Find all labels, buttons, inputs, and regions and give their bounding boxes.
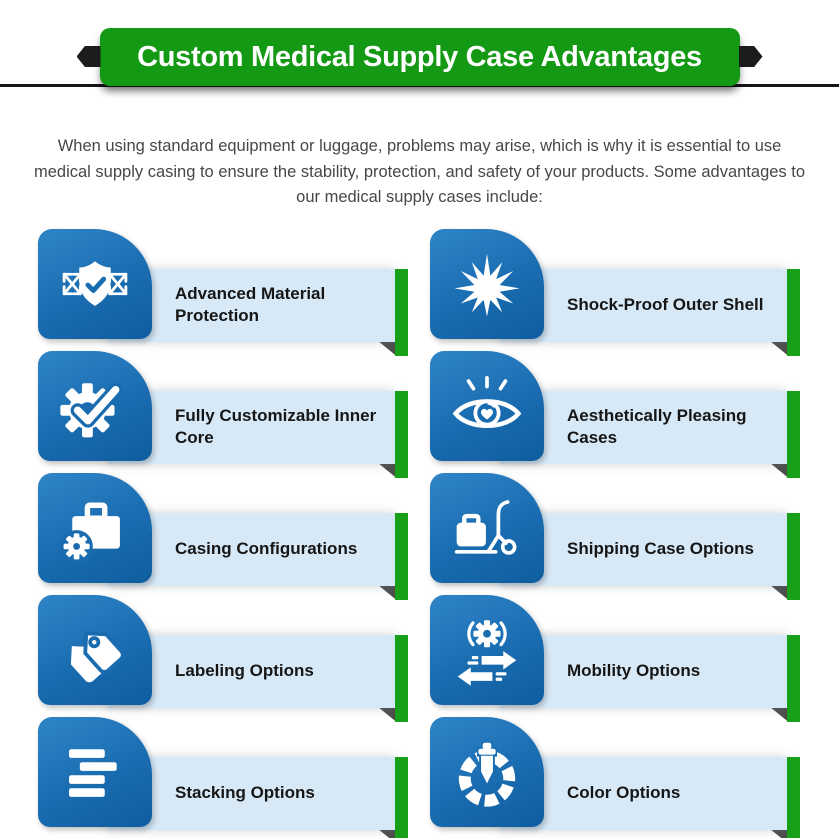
- advantage-item: Advanced Material Protection: [38, 228, 408, 356]
- accent-bar: [395, 512, 408, 600]
- advantage-item: Shock-Proof Outer Shell: [430, 228, 800, 356]
- header: Custom Medical Supply Case Advantages: [0, 28, 839, 120]
- label-bar: Color Options: [500, 756, 787, 830]
- icon-tile: [38, 716, 152, 827]
- gear-check-icon: [60, 382, 123, 438]
- advantage-item: Stacking Options: [38, 716, 408, 838]
- accent-bar: [787, 634, 800, 722]
- advantage-item: Fully Customizable Inner Core: [38, 350, 408, 478]
- color-wheel-dropper-icon: [458, 741, 516, 807]
- icon-tile: [430, 350, 544, 461]
- accent-bar: [395, 390, 408, 478]
- advantage-item: Aesthetically Pleasing Cases: [430, 350, 800, 478]
- label-bar: Shipping Case Options: [500, 512, 787, 586]
- icon-tile: [38, 350, 152, 461]
- accent-bar: [787, 756, 800, 838]
- luggage-cart-icon: [454, 499, 517, 555]
- title-banner: Custom Medical Supply Case Advantages: [76, 28, 763, 86]
- advantage-item: Labeling Options: [38, 594, 408, 722]
- shield-arrows-icon: [62, 260, 128, 306]
- advantage-label: Fully Customizable Inner Core: [175, 406, 377, 448]
- icon-tile: [430, 594, 544, 705]
- fold-corner: [379, 829, 395, 838]
- advantage-item: Mobility Options: [430, 594, 800, 722]
- advantage-label: Advanced Material Protection: [175, 284, 326, 326]
- accent-bar: [787, 512, 800, 600]
- label-bar: Mobility Options: [500, 634, 787, 708]
- advantage-item: Casing Configurations: [38, 472, 408, 600]
- advantage-label: Mobility Options: [567, 661, 701, 681]
- icon-tile: [38, 472, 152, 583]
- advantage-label: Shock-Proof Outer Shell: [567, 295, 764, 315]
- icon-tile: [430, 472, 544, 583]
- briefcase-gear-icon: [60, 502, 120, 563]
- impact-burst-icon: [454, 253, 520, 317]
- accent-bar: [395, 756, 408, 838]
- advantage-item: Shipping Case Options: [430, 472, 800, 600]
- accent-bar: [395, 268, 408, 356]
- advantage-label: Color Options: [567, 783, 681, 803]
- label-bar: Fully Customizable Inner Core: [108, 390, 395, 464]
- left-connector-icon: [76, 46, 101, 67]
- icon-tile: [38, 594, 152, 705]
- intro-text: When using standard equipment or luggage…: [33, 137, 806, 207]
- right-connector-icon: [738, 46, 763, 67]
- fold-corner: [771, 829, 787, 838]
- advantage-label: Aesthetically Pleasing Cases: [567, 406, 747, 448]
- label-bar: Casing Configurations: [108, 512, 395, 586]
- stacked-bars-icon: [69, 748, 117, 797]
- page-title: Custom Medical Supply Case Advantages: [137, 41, 702, 73]
- label-bar: Stacking Options: [108, 756, 395, 830]
- gear-transfer-arrows-icon: [457, 619, 517, 686]
- icon-tile: [38, 228, 152, 339]
- advantage-label: Casing Configurations: [175, 539, 358, 559]
- advantage-label: Stacking Options: [175, 783, 315, 803]
- icon-tile: [430, 716, 544, 827]
- advantage-item: Color Options: [430, 716, 800, 838]
- icon-tile: [430, 228, 544, 339]
- label-bar: Labeling Options: [108, 634, 395, 708]
- price-tags-icon: [70, 631, 125, 682]
- accent-bar: [787, 268, 800, 356]
- accent-bar: [787, 390, 800, 478]
- advantage-label: Shipping Case Options: [567, 539, 755, 559]
- label-bar: Shock-Proof Outer Shell: [500, 268, 787, 342]
- eye-heart-icon: [452, 375, 522, 428]
- label-bar: Advanced Material Protection: [108, 268, 395, 342]
- label-bar: Aesthetically Pleasing Cases: [500, 390, 787, 464]
- accent-bar: [395, 634, 408, 722]
- advantages-grid: Advanced Material Protection: [0, 228, 839, 838]
- advantage-label: Labeling Options: [175, 661, 314, 681]
